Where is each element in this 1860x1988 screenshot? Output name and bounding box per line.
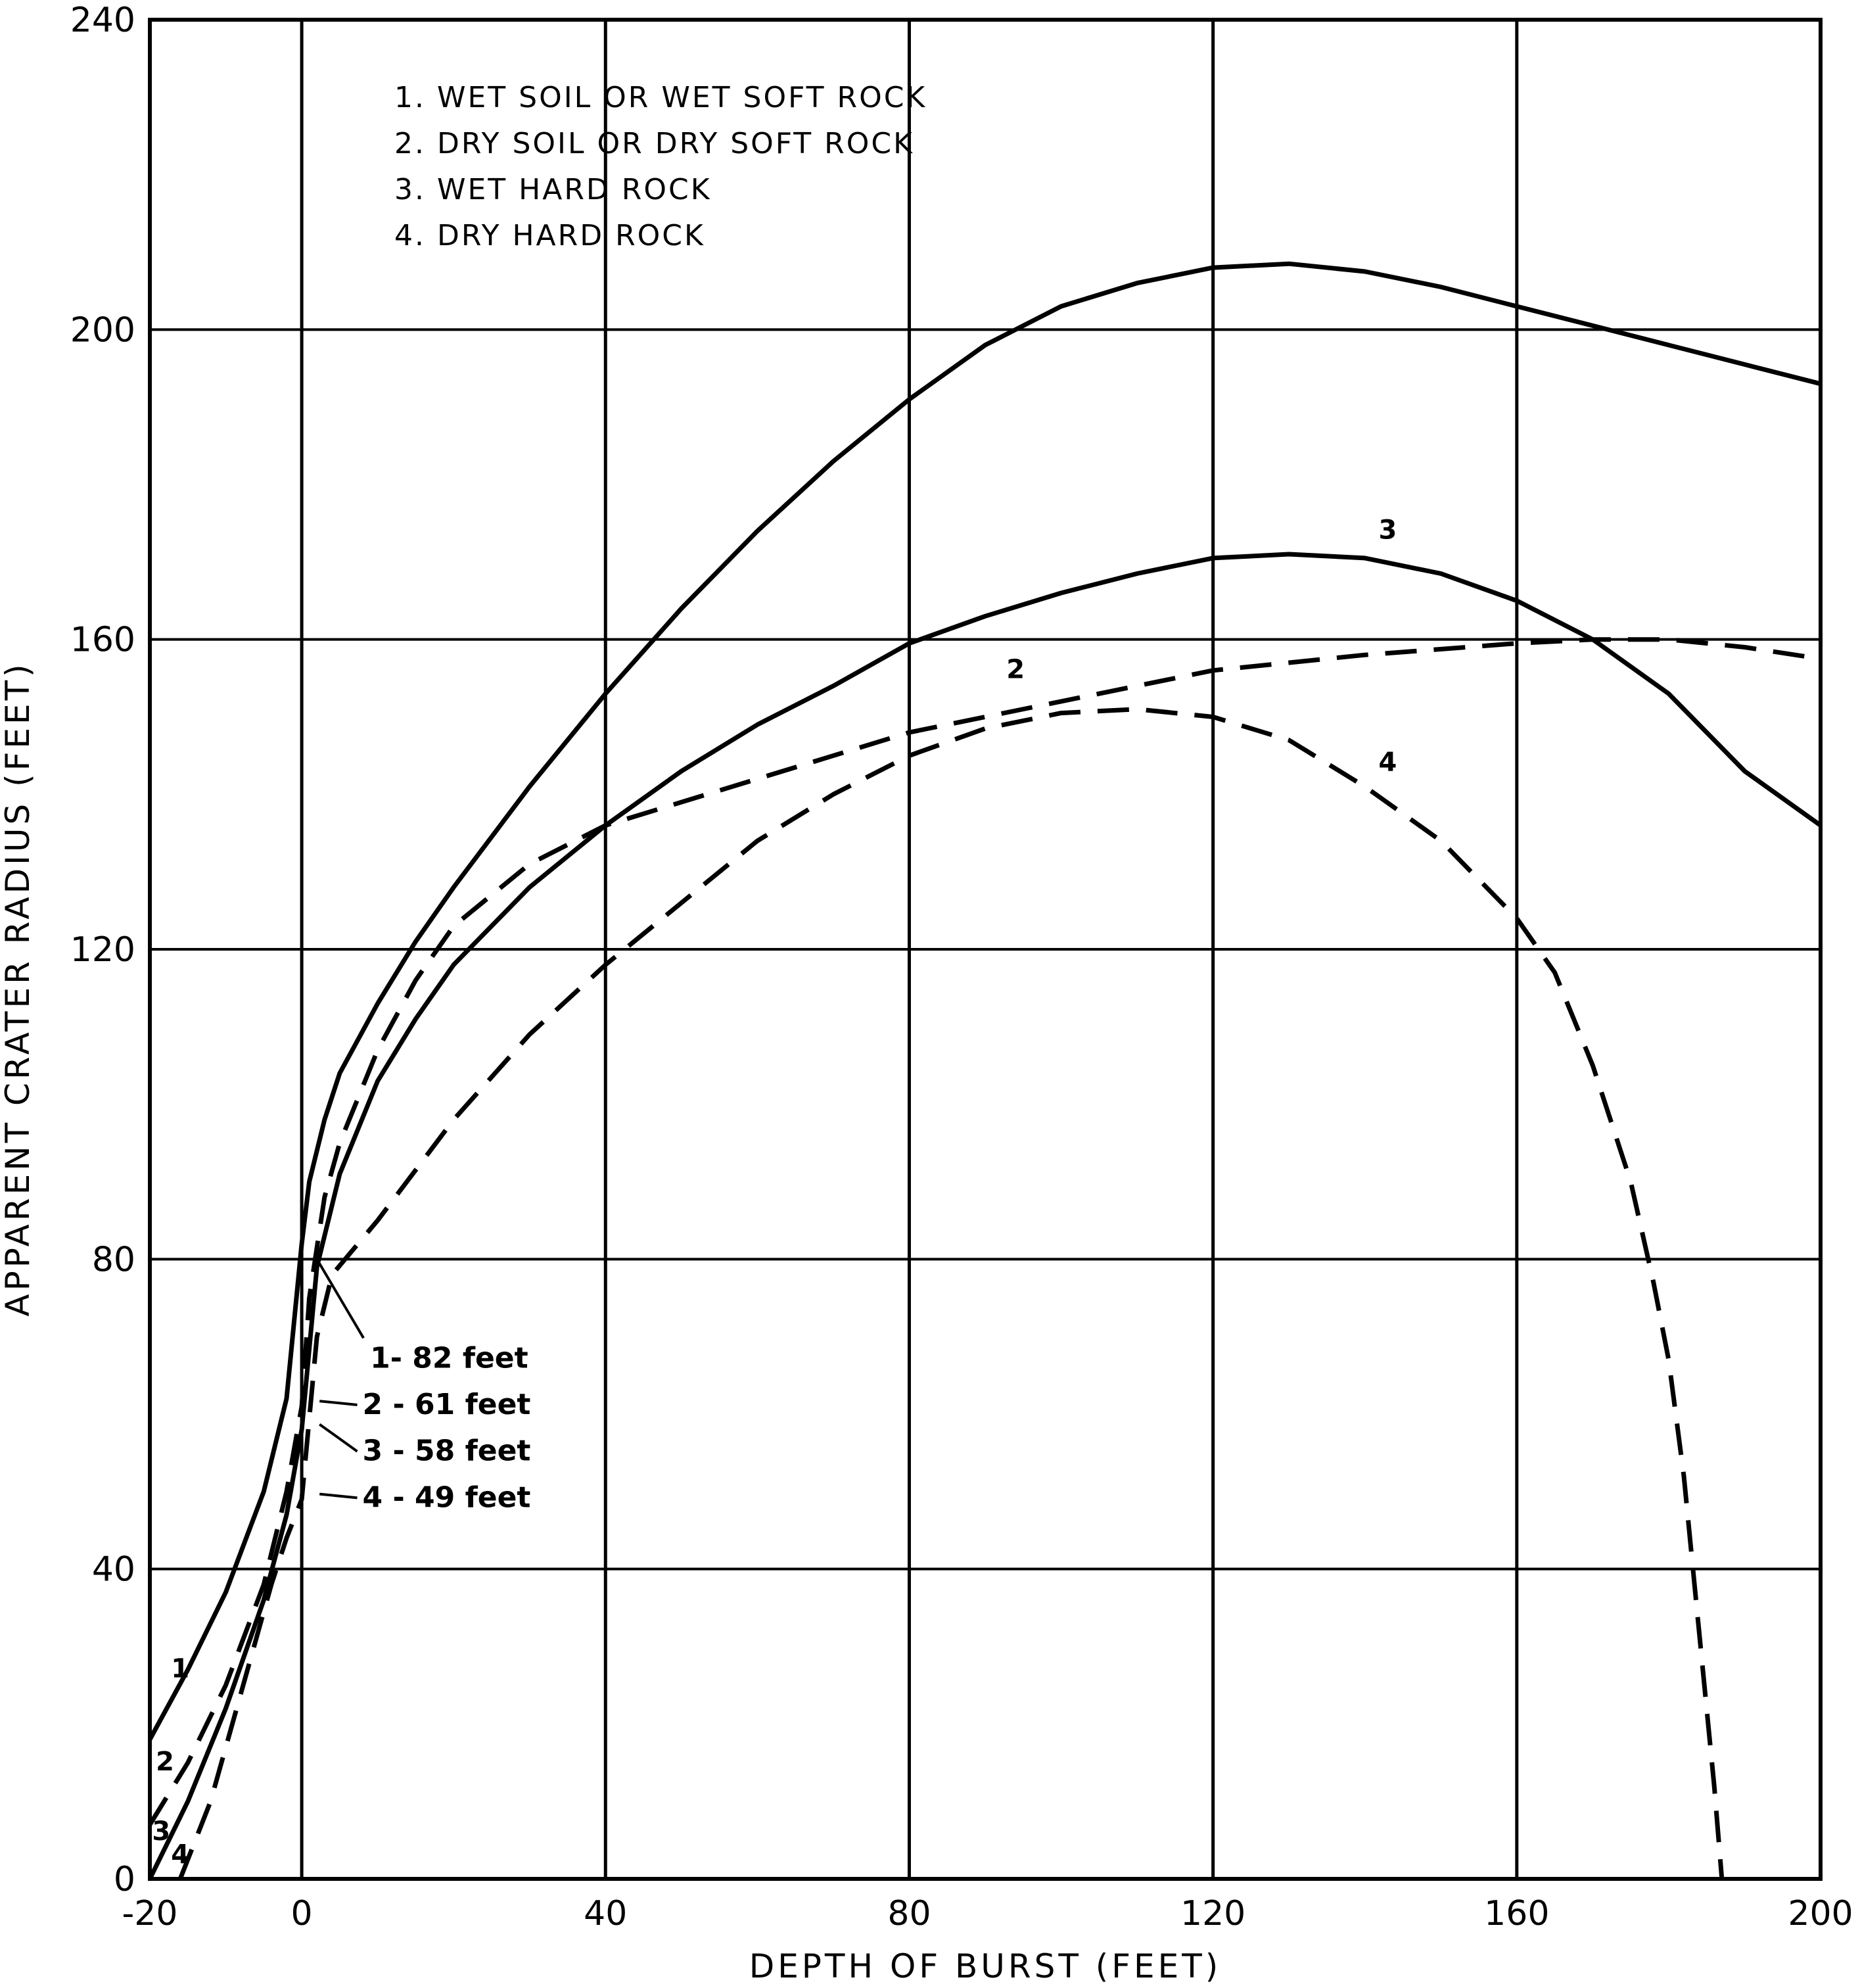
x-axis-title: DEPTH OF BURST (FEET) [749, 1947, 1222, 1985]
x-tick-label-1: 0 [291, 1894, 313, 1933]
curve-label-4: 3 [1378, 515, 1397, 545]
x-tick-label-0: -20 [122, 1894, 178, 1933]
depth-annotations: 1- 82 feet 2 - 61 feet 3 - 58 feet 4 - 49 f… [315, 1258, 531, 1514]
legend-entry-4: 4. DRY HARD ROCK [394, 219, 705, 252]
legend-entry-3: 3. WET HARD ROCK [394, 173, 712, 206]
curve-label-3: 4 [171, 1839, 189, 1870]
legend-entry-2: 2. DRY SOIL OR DRY SOFT ROCK [394, 127, 914, 160]
y-axis-title: APPARENT CRATER RADIUS (FEET) [0, 661, 37, 1316]
series-line-3 [147, 552, 1823, 1880]
annotation-leader-1 [319, 1400, 358, 1406]
x-tick-label-6: 200 [1788, 1894, 1853, 1933]
annotation-leader-3 [319, 1492, 358, 1500]
curve-label-0: 1 [171, 1654, 189, 1684]
y-tick-label-2: 80 [92, 1240, 135, 1279]
annotation-leader-2 [319, 1423, 358, 1453]
annotation-text-1: 2 - 61 feet [363, 1388, 531, 1421]
x-tick-label-4: 120 [1180, 1894, 1245, 1933]
curve-label-2: 3 [152, 1816, 170, 1847]
series-line-2 [148, 637, 1821, 1826]
y-tick-label-5: 200 [70, 310, 135, 350]
y-tick-label-4: 160 [70, 621, 135, 660]
annotation-text-0: 1- 82 feet [370, 1341, 528, 1375]
legend: 1. WET SOIL OR WET SOFT ROCK 2. DRY SOIL … [394, 81, 927, 252]
plot-frame [148, 18, 1823, 1881]
x-tick-label-2: 40 [584, 1894, 627, 1933]
series-line-4 [177, 707, 1725, 1880]
curve-label-1: 2 [156, 1747, 174, 1777]
x-tick-label-5: 160 [1484, 1894, 1549, 1933]
y-tick-label-3: 120 [70, 930, 135, 970]
curve-label-5: 2 [1006, 655, 1025, 685]
annotation-leader-0 [315, 1258, 365, 1339]
series-lines [147, 261, 1823, 1880]
grid-lines [150, 20, 1821, 1879]
series-line-1 [147, 261, 1821, 1741]
legend-entry-1: 1. WET SOIL OR WET SOFT ROCK [394, 81, 927, 114]
x-tick-label-3: 80 [887, 1894, 931, 1933]
curve-label-6: 4 [1378, 747, 1397, 778]
annotation-text-2: 3 - 58 feet [363, 1434, 531, 1468]
y-tick-labels: 0 40 80 120 160 200 240 [70, 1, 135, 1899]
annotation-text-3: 4 - 49 feet [363, 1480, 531, 1514]
x-tick-labels: -20 0 40 80 120 160 200 [122, 1894, 1853, 1933]
y-tick-label-1: 40 [92, 1550, 135, 1590]
y-tick-label-6: 240 [70, 1, 135, 40]
y-tick-label-0: 0 [114, 1860, 135, 1899]
